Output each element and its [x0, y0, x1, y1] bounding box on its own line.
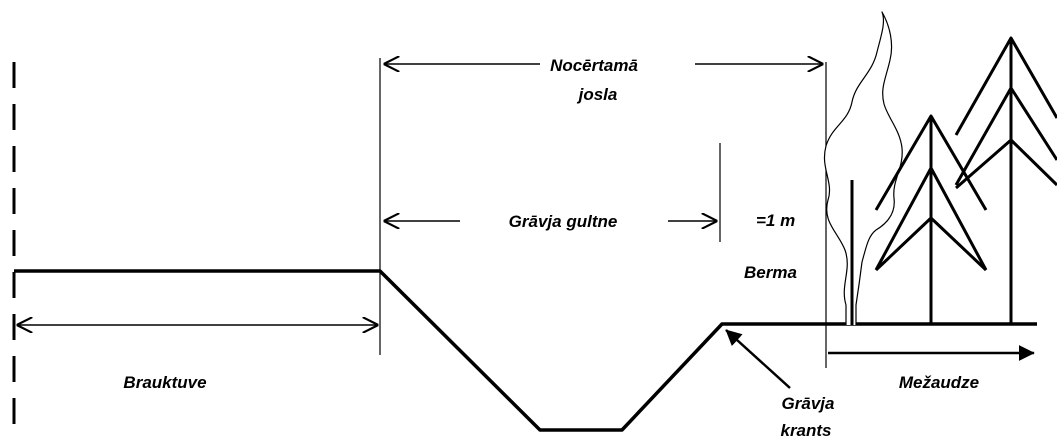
gravja-krants-label-line1: Grāvja	[782, 394, 835, 413]
nocertama-label-line1: Nocērtamā	[550, 56, 638, 75]
flame-tree-icon	[824, 11, 903, 325]
gravja-krants-label-line2: krants	[780, 421, 831, 440]
berma-label: Berma	[744, 263, 797, 282]
nocertama-label-line2: josla	[577, 85, 618, 104]
one-meter-label: =1 m	[756, 211, 795, 230]
krants-pointer-arrow	[725, 329, 791, 389]
brauktuve-label: Brauktuve	[123, 373, 206, 392]
mezaudze-label: Mežaudze	[899, 373, 979, 392]
ground-profile-line	[14, 269, 1037, 432]
gravja-gultne-label: Grāvja gultne	[509, 212, 618, 231]
conifer-tree-back-icon	[954, 36, 1057, 325]
